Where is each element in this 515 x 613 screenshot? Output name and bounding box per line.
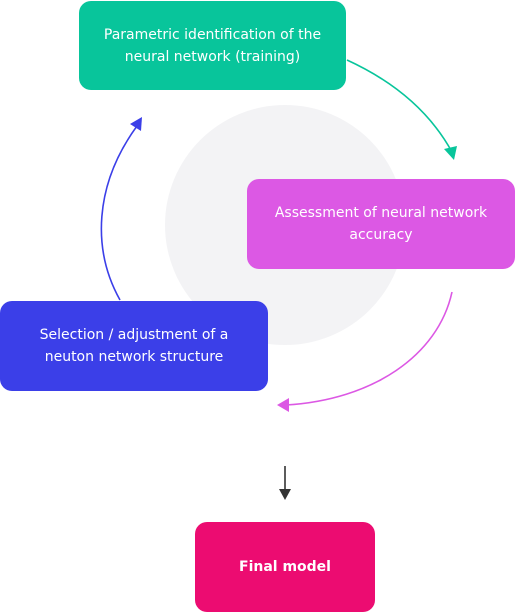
node-training: Parametric identification of the neural … xyxy=(79,1,346,90)
node-selection-label: Selection / adjustment of a neuton netwo… xyxy=(39,327,229,365)
node-final-model: Final model xyxy=(195,522,375,612)
arrowhead-to-final xyxy=(279,489,291,500)
arrow-assessment-to-loop xyxy=(285,291,453,406)
arrow-selection-to-training xyxy=(100,125,138,301)
node-assessment: Assessment of neural network accuracy xyxy=(247,179,515,269)
arrowhead-training-to-assessment xyxy=(444,146,457,160)
node-final-model-label: Final model xyxy=(239,559,331,575)
node-selection: Selection / adjustment of a neuton netwo… xyxy=(0,301,268,391)
arrowhead-selection-to-training xyxy=(130,117,142,131)
node-assessment-label: Assessment of neural network accuracy xyxy=(274,205,488,243)
arrow-training-to-assessment xyxy=(346,59,453,153)
node-training-label: Parametric identification of the neural … xyxy=(103,26,322,65)
arrowhead-assessment-to-loop xyxy=(277,398,289,412)
